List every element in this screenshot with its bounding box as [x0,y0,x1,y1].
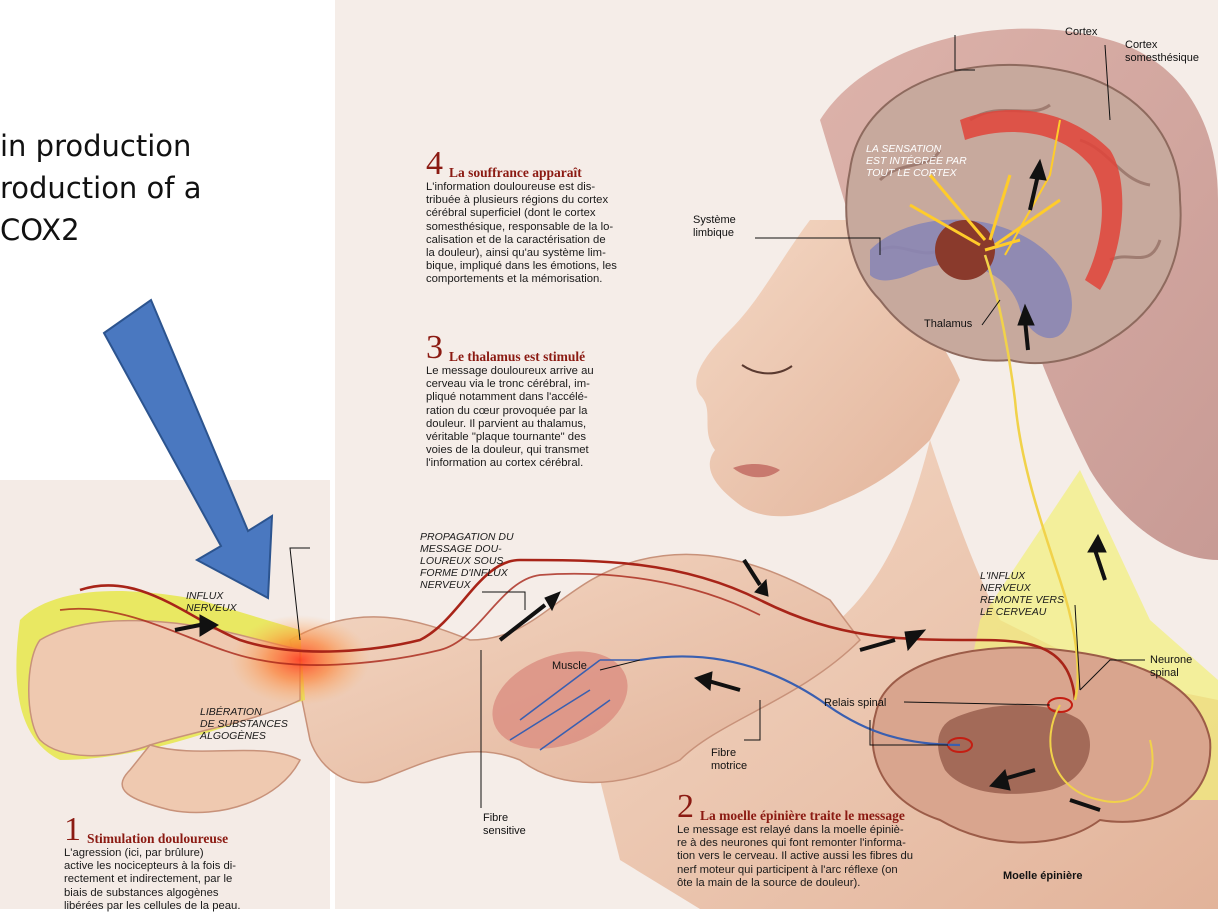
label-cortex: Cortex [1065,26,1097,39]
grey-matter [938,705,1090,794]
slide-text-line-2: roduction of a [0,168,201,208]
label-muscle: Muscle [552,660,587,673]
step-1-title: Stimulation douloureuse [87,831,228,847]
step-4-title: La souffrance apparaît [449,165,582,181]
slide-text-line-1: in production [0,126,191,166]
step-4-body: L'information douloureuse est dis-tribué… [426,181,676,287]
step-2-number: 2 [677,790,694,824]
label-moelle-epiniere: Moelle épinière [1003,870,1082,883]
step-4-number: 4 [426,147,443,181]
step-2-title: La moelle épinière traite le message [700,808,905,824]
step-1-body: L'agression (ici, par brûlure)active les… [64,847,314,913]
step-1-number: 1 [64,813,81,847]
step-2-body: Le message est relayé dans la moelle épi… [677,824,967,890]
step-1-block: 1 Stimulation douloureuse L'agression (i… [64,813,314,913]
step-2-block: 2 La moelle épinière traite le message L… [677,790,967,890]
step-4-block: 4 La souffrance apparaît L'information d… [426,147,676,287]
step-3-title: Le thalamus est stimulé [449,349,585,365]
step-3-block: 3 Le thalamus est stimulé Le message dou… [426,331,676,471]
burn-spot [230,615,370,705]
step-3-number: 3 [426,331,443,365]
label-relais-spinal: Relais spinal [824,697,886,710]
slide-text-line-3: COX2 [0,210,80,250]
label-thalamus: Thalamus [924,318,972,331]
